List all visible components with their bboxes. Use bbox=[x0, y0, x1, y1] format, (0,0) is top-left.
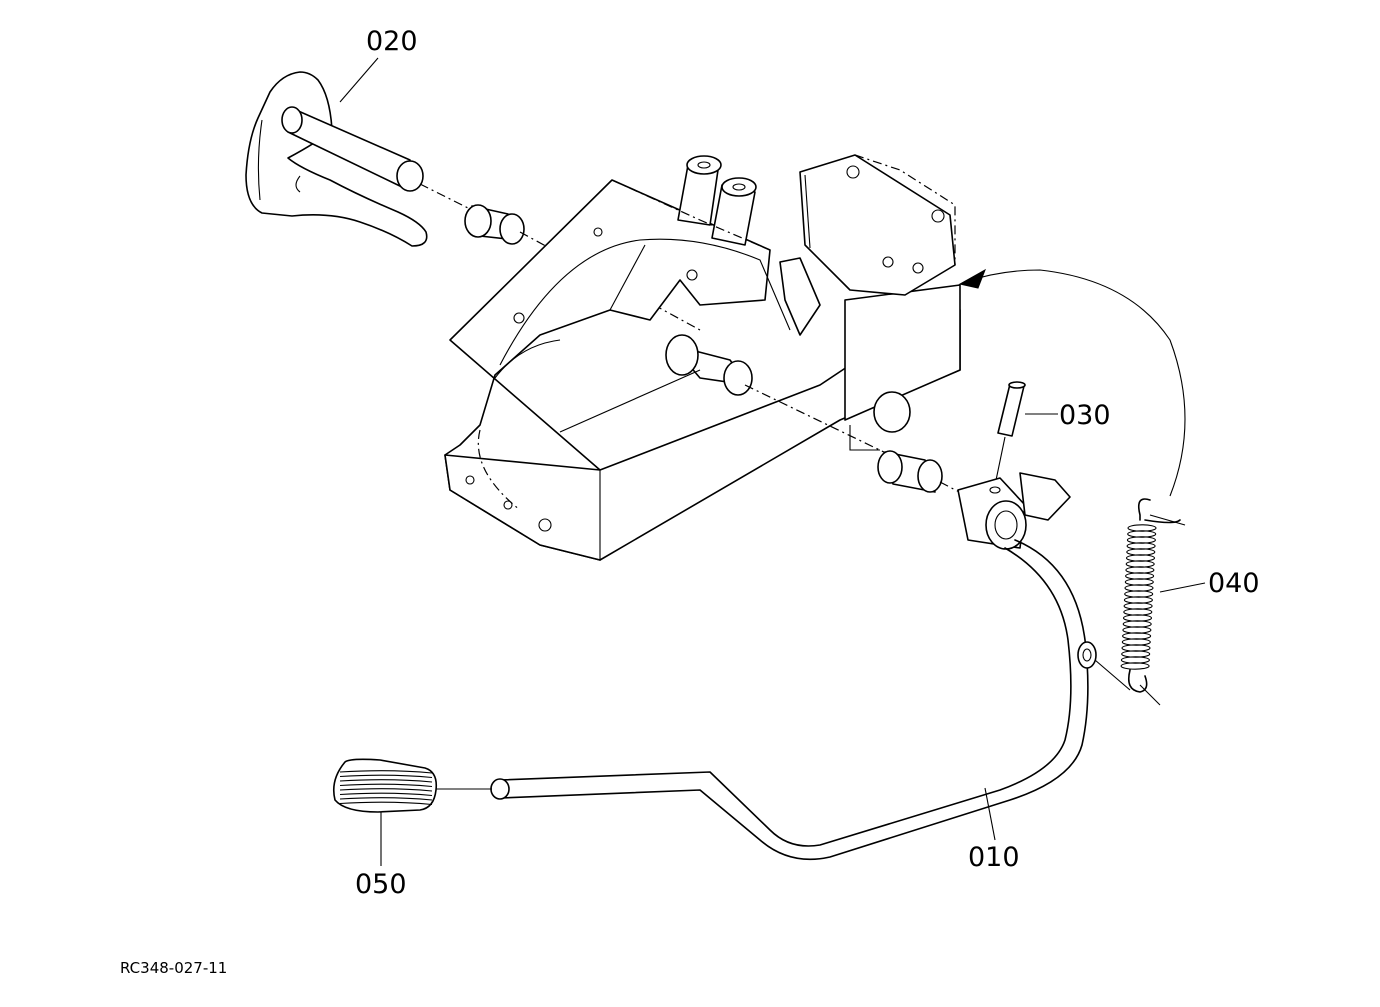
part-050-pedal-pad[interactable] bbox=[332, 758, 492, 813]
callout-030: 030 bbox=[1059, 400, 1111, 431]
part-010-pedal-arm[interactable] bbox=[490, 472, 1131, 861]
spring-coil bbox=[1123, 602, 1153, 610]
pad-ridge bbox=[339, 774, 433, 779]
spring-coil bbox=[1122, 626, 1152, 634]
spring-coil bbox=[1123, 608, 1153, 616]
spring-coil bbox=[1126, 536, 1156, 544]
pad-ridge bbox=[339, 797, 433, 801]
shaft-axis-line bbox=[744, 384, 891, 456]
spring-coil bbox=[1122, 632, 1152, 640]
spring-coil bbox=[1124, 578, 1154, 586]
main-mount-frame bbox=[444, 154, 961, 561]
pad-ridge bbox=[339, 788, 433, 792]
part-030-roll-pin[interactable] bbox=[994, 381, 1026, 486]
spring-coil bbox=[1121, 638, 1151, 646]
spring-coil bbox=[1125, 554, 1156, 562]
callout-050: 050 bbox=[355, 869, 407, 900]
pad-ridge bbox=[339, 783, 433, 788]
spring-hook-arrow bbox=[958, 268, 1186, 497]
spring-coil bbox=[1127, 530, 1157, 538]
callout-040: 040 bbox=[1208, 568, 1260, 599]
pad-ridge bbox=[339, 801, 433, 806]
spring-coil bbox=[1125, 572, 1155, 580]
spring-coil bbox=[1120, 656, 1150, 664]
spring-coil bbox=[1126, 542, 1156, 550]
spring-coils bbox=[1120, 524, 1157, 670]
bushing-lower bbox=[877, 450, 966, 496]
spring-coil bbox=[1120, 662, 1150, 670]
spring-coil bbox=[1121, 650, 1151, 658]
callout-010: 010 bbox=[968, 842, 1020, 873]
pad-ridge bbox=[339, 792, 433, 797]
spring-coil bbox=[1125, 560, 1155, 568]
drawing-code: RC348-027-11 bbox=[120, 959, 227, 977]
spring-coil bbox=[1122, 614, 1153, 622]
pad-ridge bbox=[339, 779, 433, 783]
pad-ridges bbox=[339, 770, 433, 806]
spring-coil bbox=[1124, 584, 1154, 592]
spring-coil bbox=[1121, 644, 1151, 652]
spring-coil bbox=[1123, 596, 1153, 604]
part-020-pivot-bracket[interactable] bbox=[245, 71, 473, 247]
spring-coil bbox=[1126, 548, 1156, 556]
pad-ridge bbox=[339, 770, 433, 774]
spring-coil bbox=[1125, 566, 1155, 574]
spring-coil bbox=[1122, 620, 1152, 628]
spring-coil bbox=[1127, 524, 1157, 532]
part-040-spring[interactable] bbox=[1120, 498, 1186, 706]
leader-lines bbox=[339, 57, 1206, 866]
callout-020: 020 bbox=[366, 26, 418, 57]
spring-coil bbox=[1124, 590, 1154, 598]
